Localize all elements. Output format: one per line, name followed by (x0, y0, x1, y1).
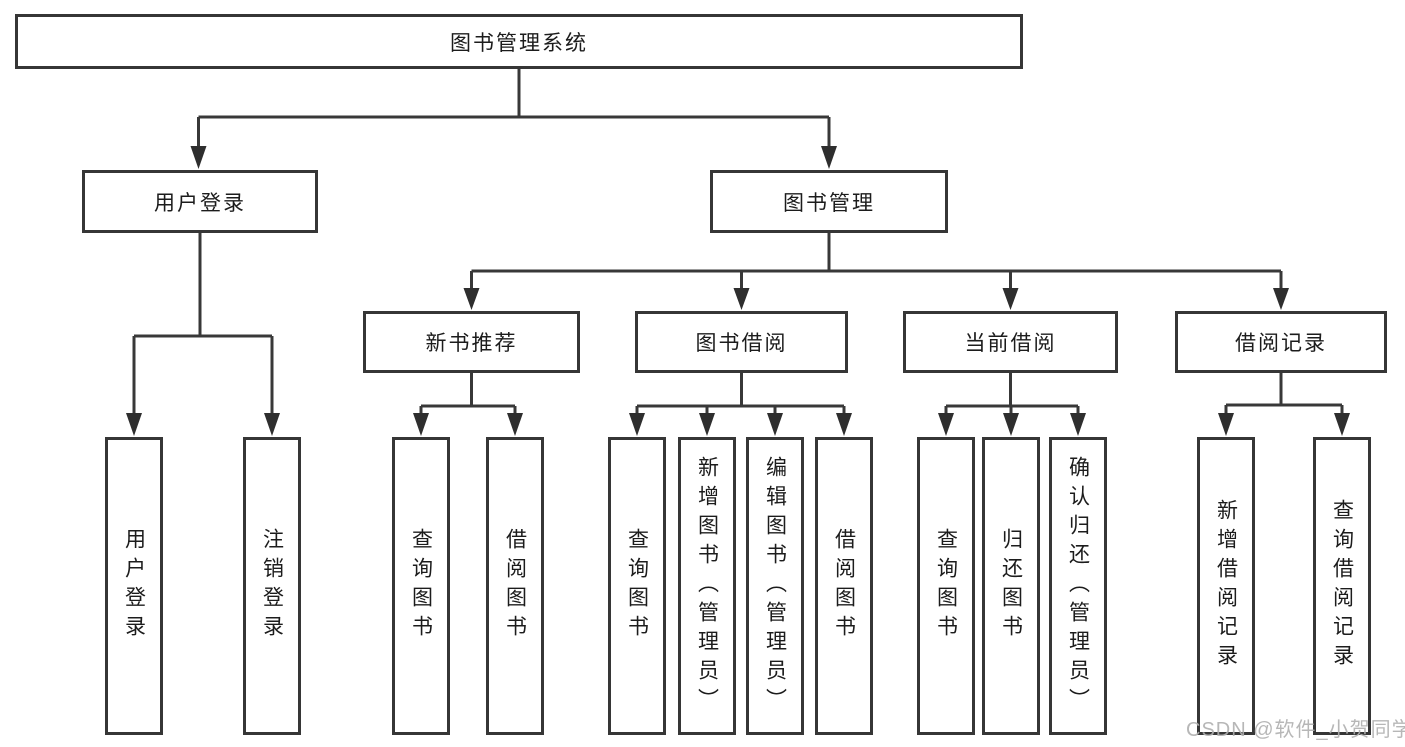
leaf-add-borrow-record: 新增借阅记录 (1197, 437, 1255, 735)
leaf-query-books-current: 查询图书 (917, 437, 975, 735)
leaf-user-login: 用户登录 (105, 437, 163, 735)
wire-book-borrow (635, 373, 846, 415)
csdn-watermark: CSDN @软件_小贺同学 (1186, 719, 1405, 741)
leaf-add-book-admin: 新增图书（管理员） (678, 437, 736, 735)
node-book-borrow: 图书借阅 (635, 311, 848, 373)
node-book-management: 图书管理 (710, 170, 948, 233)
leaf-borrow-books: 借阅图书 (815, 437, 873, 735)
node-new-book-recommend: 新书推荐 (363, 311, 580, 373)
wire-borrow-records (1224, 373, 1344, 415)
leaf-confirm-return-admin: 确认归还（管理员） (1049, 437, 1107, 735)
node-library-management-system: 图书管理系统 (15, 14, 1023, 69)
leaf-return-books: 归还图书 (982, 437, 1040, 735)
leaf-borrow-books-recommend: 借阅图书 (486, 437, 544, 735)
wire-user-login (132, 233, 274, 415)
leaf-query-books-recommend: 查询图书 (392, 437, 450, 735)
wire-root (197, 68, 831, 148)
leaf-edit-book-admin: 编辑图书（管理员） (746, 437, 804, 735)
wire-book-management (470, 233, 1283, 289)
node-user-login: 用户登录 (82, 170, 318, 233)
leaf-query-books-borrow: 查询图书 (608, 437, 666, 735)
leaf-logout: 注销登录 (243, 437, 301, 735)
wire-new-book-recommend (419, 373, 517, 415)
node-borrow-records: 借阅记录 (1175, 311, 1387, 373)
node-current-borrow: 当前借阅 (903, 311, 1118, 373)
leaf-query-borrow-record: 查询借阅记录 (1313, 437, 1371, 735)
wire-current-borrow (944, 373, 1080, 415)
